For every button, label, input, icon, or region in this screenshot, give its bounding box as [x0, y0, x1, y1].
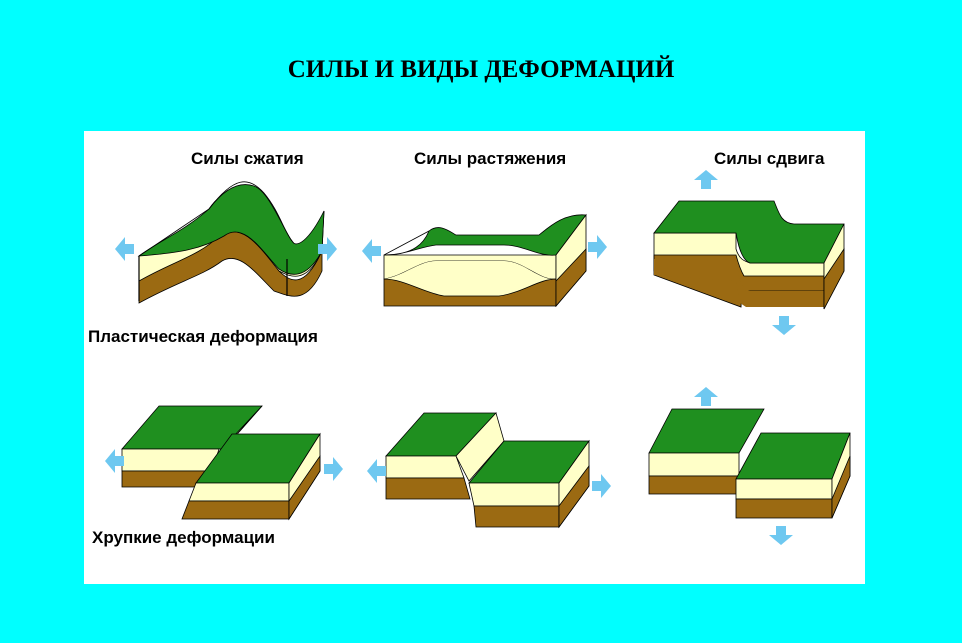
brittle-tension-block: [385, 412, 590, 529]
arrow-right-icon: [588, 235, 607, 259]
arrow-down-icon: [769, 526, 793, 545]
arrow-up-icon: [694, 170, 718, 189]
row-title-brittle: Хрупкие деформации: [92, 528, 275, 547]
arrow-left-icon: [362, 239, 381, 263]
deformation-diagram: [105, 170, 851, 545]
column-title-compression: Силы сжатия: [191, 149, 304, 168]
column-title-shear: Силы сдвига: [714, 149, 825, 168]
arrow-up-icon: [694, 387, 718, 406]
arrow-right-icon: [592, 474, 611, 498]
plastic-tension-block: [383, 213, 587, 308]
plastic-shear-block: [653, 200, 845, 310]
diagram-panel: Силы сжатия Силы растяжения Силы сдвига …: [84, 131, 865, 584]
arrow-down-icon: [772, 316, 796, 335]
arrow-right-icon: [324, 457, 343, 481]
brittle-compression-block: [121, 405, 321, 521]
arrow-left-icon: [115, 237, 134, 261]
brittle-shear-block: [648, 408, 851, 519]
column-title-tension: Силы растяжения: [414, 149, 567, 168]
arrow-left-icon: [367, 459, 386, 483]
row-title-plastic: Пластическая деформация: [88, 327, 318, 346]
arrow-left-icon: [105, 449, 124, 473]
plastic-compression-block: [137, 181, 325, 304]
slide-title: СИЛЫ И ВИДЫ ДЕФОРМАЦИЙ: [287, 56, 675, 83]
